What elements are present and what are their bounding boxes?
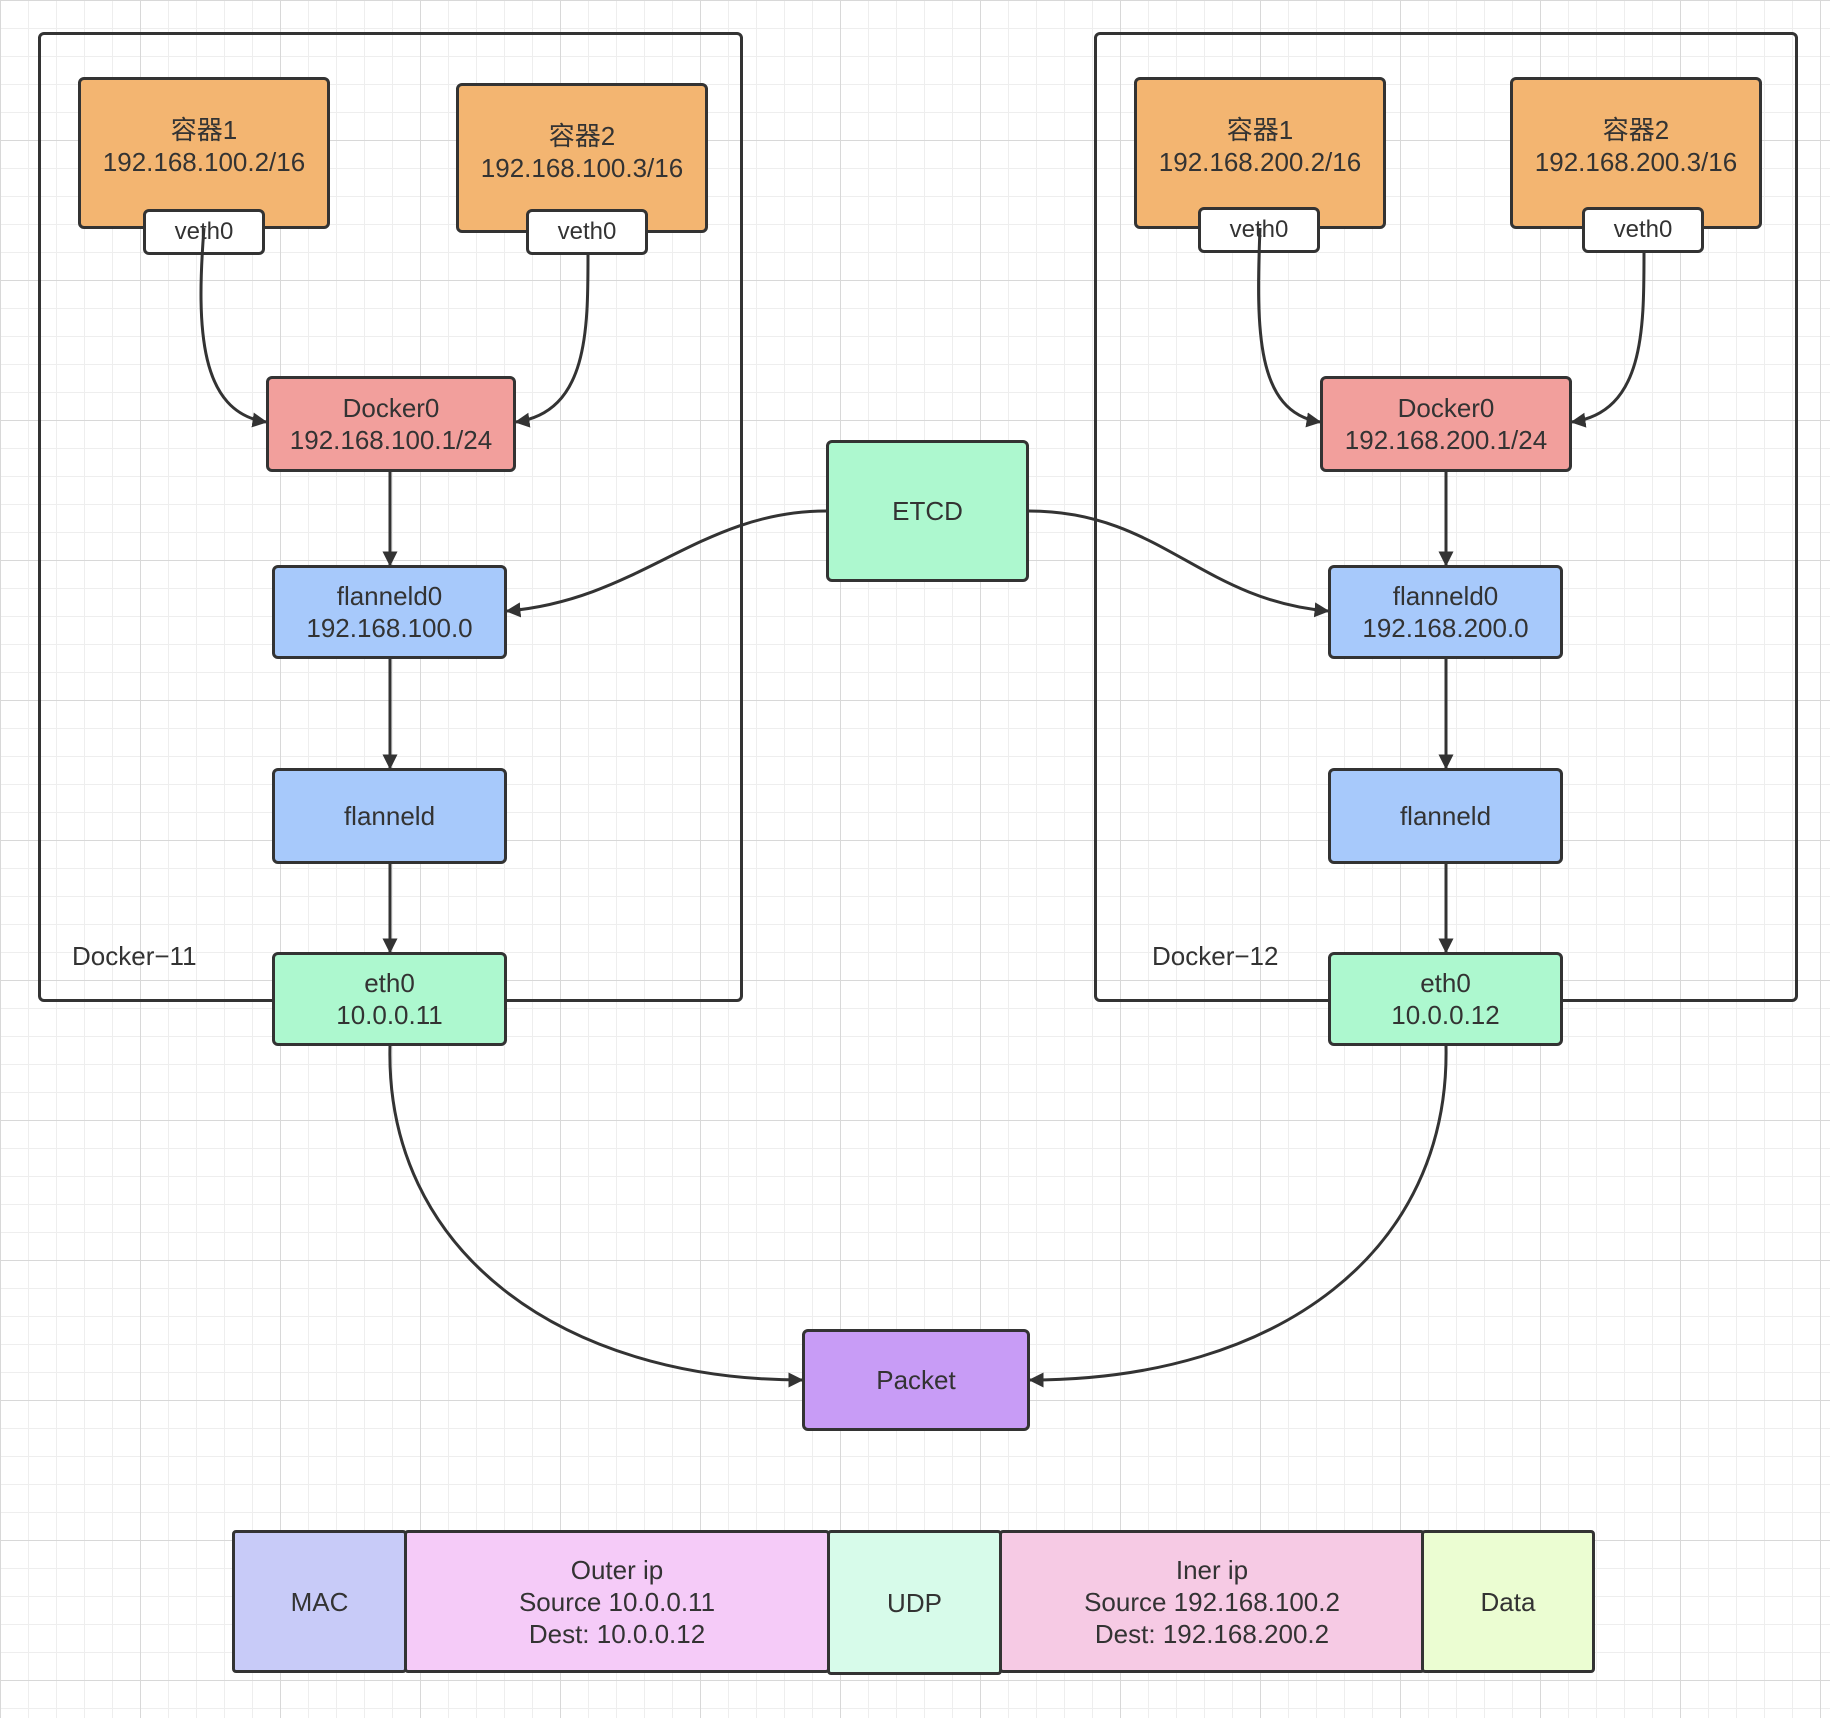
etcd-node[interactable]: ETCD (826, 440, 1029, 582)
flanneld-name: flanneld (343, 801, 436, 831)
host-label: Docker−12 (1152, 941, 1279, 971)
segment-line: Outer ip (570, 1554, 664, 1585)
container-name: 容器1 (170, 115, 238, 145)
veth-interface[interactable]: veth0 (143, 209, 265, 255)
segment-line: Dest: 192.168.200.2 (1094, 1618, 1330, 1649)
flanneld-daemon[interactable]: flanneld (1328, 768, 1563, 864)
etcd-label: ETCD (892, 496, 963, 526)
container-node[interactable]: 容器2 192.168.200.3/16 (1510, 77, 1762, 229)
packet-segment-data: Data (1421, 1530, 1595, 1673)
docker0-name: Docker0 (342, 393, 440, 423)
flanneld0-interface[interactable]: flanneld0 192.168.100.0 (272, 565, 507, 659)
container-node[interactable]: 容器1 192.168.200.2/16 (1134, 77, 1386, 229)
segment-line: MAC (290, 1586, 349, 1617)
eth0-name: eth0 (1420, 968, 1471, 998)
veth-interface[interactable]: veth0 (1198, 207, 1320, 253)
docker0-bridge[interactable]: Docker0 192.168.100.1/24 (266, 376, 516, 472)
docker0-ip: 192.168.100.1/24 (289, 425, 493, 455)
segment-line: Iner ip (1175, 1554, 1249, 1585)
flanneld0-name: flanneld0 (1392, 581, 1499, 611)
segment-line: Source 10.0.0.11 (518, 1586, 716, 1617)
flanneld0-name: flanneld0 (336, 581, 443, 611)
segment-line: UDP (887, 1587, 942, 1618)
docker0-bridge[interactable]: Docker0 192.168.200.1/24 (1320, 376, 1572, 472)
docker0-name: Docker0 (1397, 393, 1495, 423)
container-node[interactable]: 容器1 192.168.100.2/16 (78, 77, 330, 229)
packet-segment-mac: MAC (232, 1530, 407, 1673)
veth-interface[interactable]: veth0 (1582, 207, 1704, 253)
host-label: Docker−11 (72, 941, 197, 971)
container-name: 容器2 (548, 121, 616, 151)
container-ip: 192.168.100.2/16 (102, 147, 306, 177)
container-ip: 192.168.100.3/16 (480, 153, 684, 183)
segment-line: Dest: 10.0.0.12 (528, 1618, 706, 1649)
docker0-ip: 192.168.200.1/24 (1344, 425, 1548, 455)
veth-interface[interactable]: veth0 (526, 209, 648, 255)
packet-node[interactable]: Packet (802, 1329, 1030, 1431)
packet-segment-udp: UDP (827, 1530, 1002, 1675)
segment-line: Data (1480, 1586, 1536, 1617)
packet-segment-outer-ip: Outer ip Source 10.0.0.11 Dest: 10.0.0.1… (404, 1530, 830, 1673)
segment-line: Source 192.168.100.2 (1084, 1586, 1340, 1617)
flanneld0-ip: 192.168.100.0 (306, 613, 473, 643)
container-ip: 192.168.200.3/16 (1534, 147, 1738, 177)
flanneld0-interface[interactable]: flanneld0 192.168.200.0 (1328, 565, 1563, 659)
eth0-interface[interactable]: eth0 10.0.0.12 (1328, 952, 1563, 1046)
flanneld-daemon[interactable]: flanneld (272, 768, 507, 864)
flanneld-name: flanneld (1399, 801, 1492, 831)
eth0-interface[interactable]: eth0 10.0.0.11 (272, 952, 507, 1046)
edge-eth0-to-packet (388, 1045, 804, 1388)
container-ip: 192.168.200.2/16 (1158, 147, 1362, 177)
container-name: 容器1 (1226, 115, 1294, 145)
packet-label: Packet (876, 1365, 956, 1395)
flanneld0-ip: 192.168.200.0 (1362, 613, 1529, 643)
eth0-name: eth0 (364, 968, 415, 998)
container-name: 容器2 (1602, 115, 1670, 145)
eth0-ip: 10.0.0.12 (1391, 1000, 1500, 1030)
edge-eth0-to-packet (1028, 1045, 1448, 1388)
eth0-ip: 10.0.0.11 (336, 1000, 443, 1030)
packet-segment-inner-ip: Iner ip Source 192.168.100.2 Dest: 192.1… (999, 1530, 1425, 1673)
